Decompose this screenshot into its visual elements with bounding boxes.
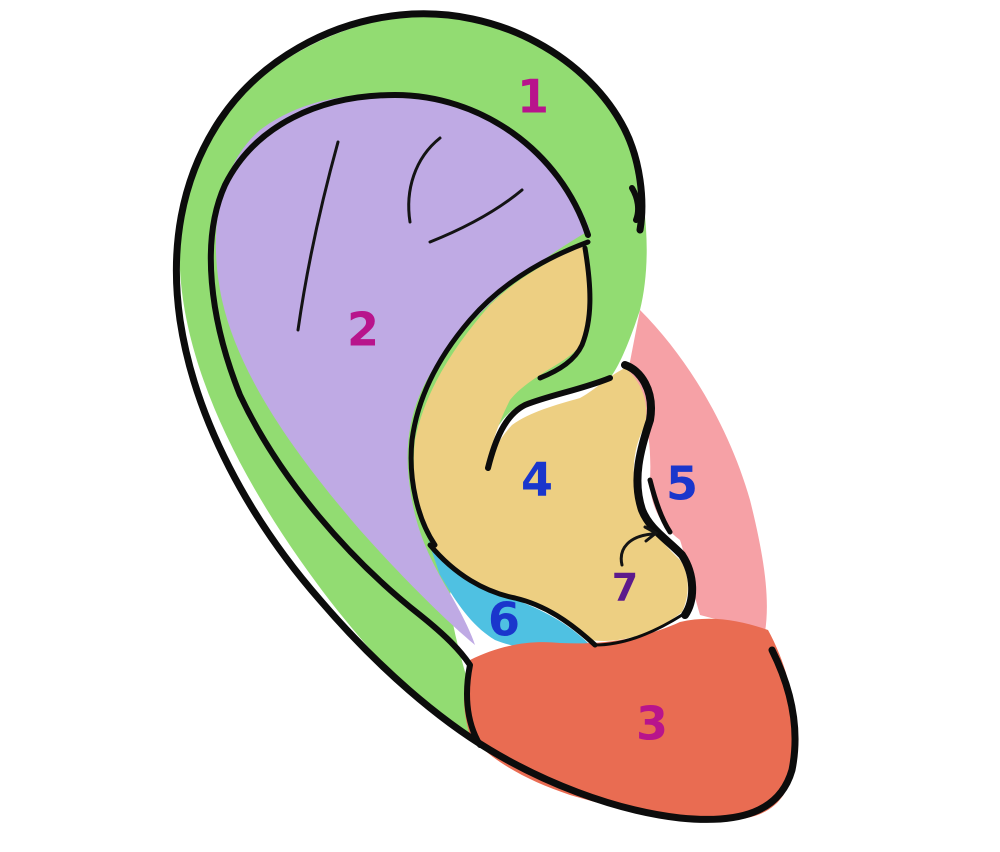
outer-ear-outline [172, 10, 799, 823]
region-4-antihelix [413, 245, 688, 641]
helix-notch-outline [629, 185, 642, 223]
notch-arrowhead [643, 525, 659, 543]
region-5-tragus [628, 310, 767, 632]
label-6: 6 [488, 593, 520, 647]
label-4: 4 [521, 453, 553, 507]
label-7: 7 [612, 566, 638, 610]
scapha-crease-left [296, 140, 340, 332]
antitragus-outline [427, 542, 598, 648]
notch-arrow [619, 532, 654, 567]
helix-fold-outline [207, 92, 591, 748]
tragus-notch-outline [647, 477, 673, 535]
concha-outline [621, 361, 697, 619]
scapha-crease-right [428, 188, 524, 244]
antihelix-edge-outline [408, 239, 591, 548]
lobule-top-outline [593, 613, 684, 647]
region-3-lobule [464, 618, 797, 821]
label-5: 5 [666, 457, 698, 511]
label-1: 1 [517, 70, 549, 124]
crus-upper-outline [537, 245, 593, 381]
label-3: 3 [636, 697, 668, 751]
scapha-crease-curl [407, 136, 442, 224]
region-6-antitragus [428, 540, 590, 651]
label-2: 2 [347, 303, 379, 357]
crus-curl-outline [485, 375, 613, 471]
region-2-scapha [215, 94, 590, 645]
